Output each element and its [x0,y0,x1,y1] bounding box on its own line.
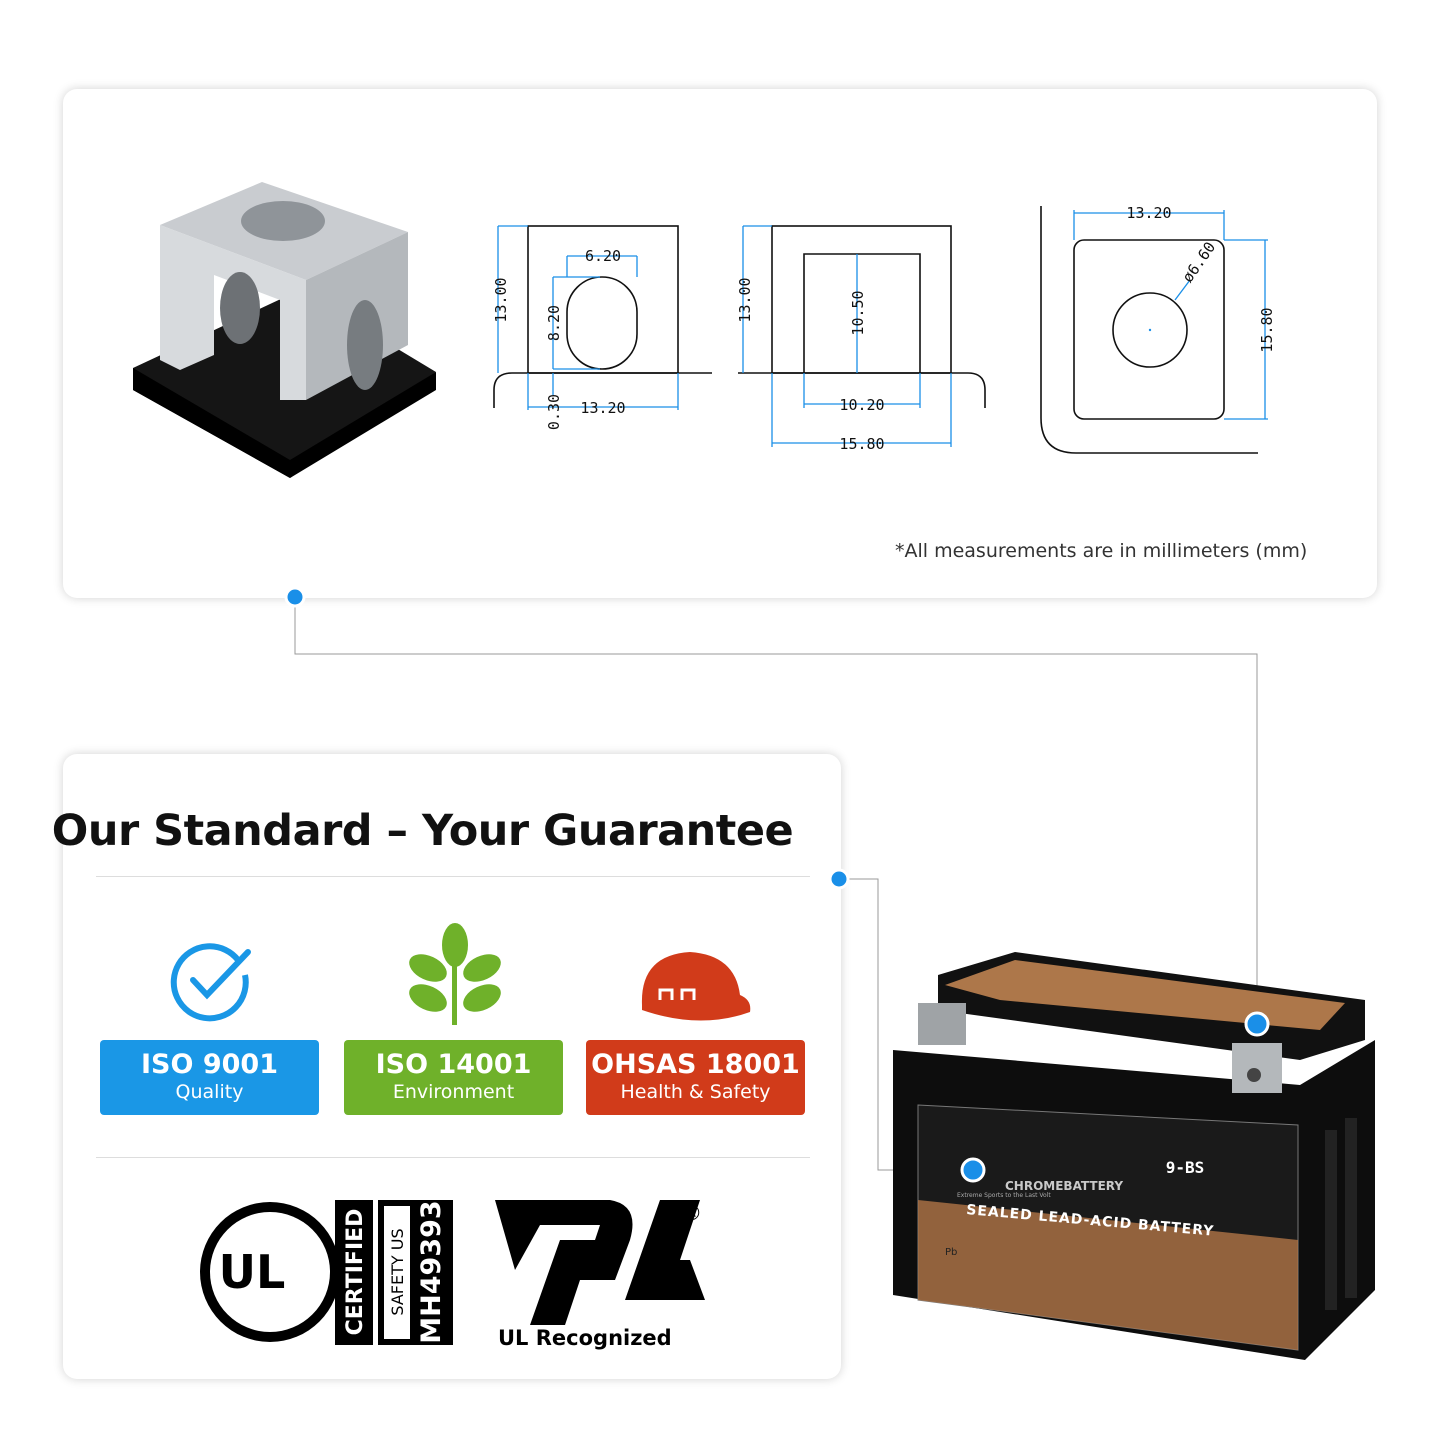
divider [96,876,810,877]
iso-14001-badge: ISO 14001 Environment [344,1040,563,1115]
badge-code: ISO 9001 [141,1049,278,1080]
badge-label: Health & Safety [620,1081,771,1103]
iso-9001-badge: ISO 9001 Quality [100,1040,319,1115]
battery-brand-label: CHROMEBATTERY [1005,1179,1123,1193]
badge-label: Quality [175,1081,244,1103]
divider [96,1157,810,1158]
badge-label: Environment [392,1081,515,1103]
battery-model-label: 9-BS [1166,1158,1205,1177]
battery-image [893,952,1375,1360]
terminal-dimensions-card [63,89,1377,598]
guarantee-title: Our Standard – Your Guarantee [51,806,794,856]
badge-code: ISO 14001 [375,1049,532,1080]
badge-code: OHSAS 18001 [591,1049,800,1080]
battery-pb-label: Pb [945,1247,957,1258]
battery-type-label: SEALED LEAD-ACID BATTERY [966,1202,1215,1240]
measurement-note: *All measurements are in millimeters (mm… [895,540,1308,562]
battery-tagline: Extreme Sports to the Last Volt [957,1192,1051,1199]
ohsas-18001-badge: OHSAS 18001 Health & Safety [586,1040,805,1115]
